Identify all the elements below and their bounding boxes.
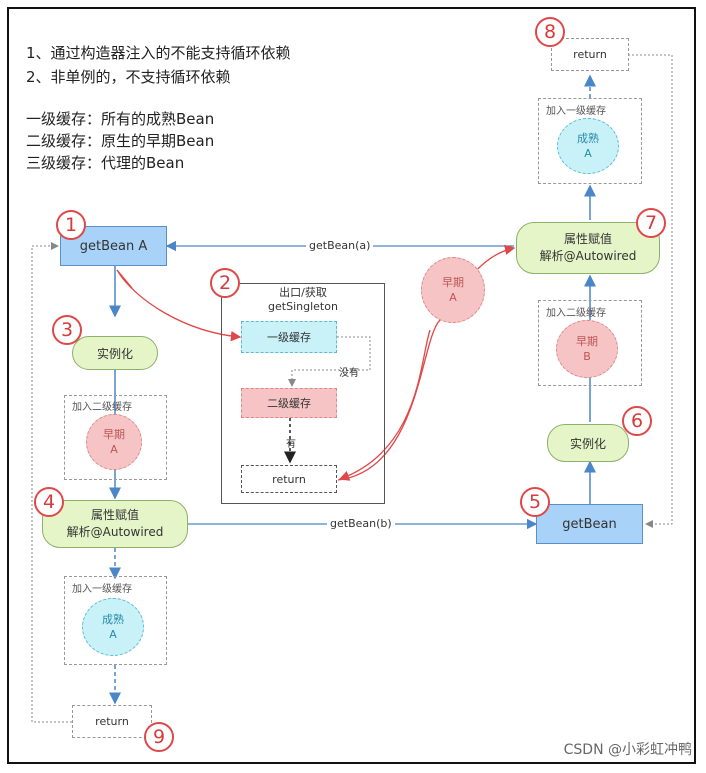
label-getbean-b: getBean(b) xyxy=(327,517,395,530)
label-has: 有 xyxy=(286,439,296,450)
step-marker-9: 9 xyxy=(144,722,174,752)
mature-a-circle-left: 成熟 A xyxy=(82,598,144,656)
step-marker-5: 5 xyxy=(520,487,550,517)
mature-a-text-right: 成熟 xyxy=(577,132,599,145)
note-non-singleton: 2、非单例的，不支持循环依赖 xyxy=(26,68,231,86)
getbean-a-box: getBean A xyxy=(60,226,167,266)
return-box-8: return xyxy=(551,38,629,71)
mature-a-id-right: A xyxy=(584,147,592,160)
step-marker-7: 7 xyxy=(636,208,666,238)
early-a-id-floating: A xyxy=(449,291,457,304)
getsingleton-title: 出口/获取 getSingleton xyxy=(221,286,385,314)
property-assign-b-box: 属性赋值 解析@Autowired xyxy=(516,222,660,274)
getsingleton-title-line2: getSingleton xyxy=(268,300,338,313)
getsingleton-container xyxy=(221,283,385,504)
early-a-text-floating: 早期 xyxy=(442,276,464,289)
early-a-circle-left: 早期 A xyxy=(86,414,142,470)
mature-a-text-left: 成熟 xyxy=(102,613,124,626)
property-assign-a-title: 属性赋值 xyxy=(90,508,139,522)
property-assign-a-autowired: 解析@Autowired xyxy=(66,525,164,539)
getsingleton-return-box: return xyxy=(241,465,337,493)
instantiate-a-box: 实例化 xyxy=(72,336,158,370)
property-assign-b-autowired: 解析@Autowired xyxy=(539,249,637,263)
instantiate-b-box: 实例化 xyxy=(547,424,629,462)
edge-return-to-assign-right xyxy=(337,244,516,481)
step-marker-4: 4 xyxy=(34,487,64,517)
add-level2-group-left xyxy=(64,395,167,480)
early-a-circle-floating: 早期 A xyxy=(421,257,485,323)
mature-a-circle-right: 成熟 A xyxy=(557,118,619,174)
early-b-text-right: 早期 xyxy=(576,335,598,348)
edge-level1-to-level2 xyxy=(288,336,371,387)
step-marker-3: 3 xyxy=(52,315,82,345)
level2-cache-box: 二级缓存 xyxy=(241,388,337,418)
step-marker-6: 6 xyxy=(622,406,652,436)
step-marker-2: 2 xyxy=(210,268,240,298)
edge-return8-loop xyxy=(628,54,673,528)
csdn-watermark: CSDN @小彩虹冲鸭 xyxy=(563,742,692,758)
level1-cache-box: 一级缓存 xyxy=(241,321,337,353)
mature-a-id-left: A xyxy=(109,628,117,641)
property-assign-b-title: 属性赋值 xyxy=(563,232,612,246)
early-a-text-left: 早期 xyxy=(103,428,125,441)
getbean-b-box: getBean xyxy=(536,504,643,544)
label-getbean-a: getBean(a) xyxy=(306,239,374,252)
add-level1-label-right: 加入一级缓存 xyxy=(546,106,606,117)
add-level1-group-left xyxy=(64,576,167,665)
add-level2-group-right xyxy=(538,300,642,386)
return-box-9: return xyxy=(72,705,152,738)
edge-return9-loop xyxy=(31,242,72,723)
step-marker-1: 1 xyxy=(56,210,86,240)
note-cache-level3: 三级缓存：代理的Bean xyxy=(26,154,185,172)
diagram-frame xyxy=(7,7,696,764)
step-marker-8: 8 xyxy=(535,17,565,47)
getsingleton-title-line1: 出口/获取 xyxy=(279,286,327,299)
add-level2-label-right: 加入二级缓存 xyxy=(546,308,606,319)
add-level1-label-left: 加入一级缓存 xyxy=(72,584,132,595)
label-none: 没有 xyxy=(339,368,359,379)
early-a-id-left: A xyxy=(110,443,118,456)
early-b-id-right: B xyxy=(583,350,591,363)
note-cache-level1: 一级缓存：所有的成熟Bean xyxy=(26,110,215,128)
add-level2-label-left: 加入二级缓存 xyxy=(72,402,132,413)
early-b-circle-right: 早期 B xyxy=(556,320,618,378)
add-level1-group-right xyxy=(538,98,642,184)
note-cache-level2: 二级缓存：原生的早期Bean xyxy=(26,132,215,150)
property-assign-a-box: 属性赋值 解析@Autowired xyxy=(42,500,188,548)
note-constructor-injection: 1、通过构造器注入的不能支持循环依赖 xyxy=(26,44,291,62)
